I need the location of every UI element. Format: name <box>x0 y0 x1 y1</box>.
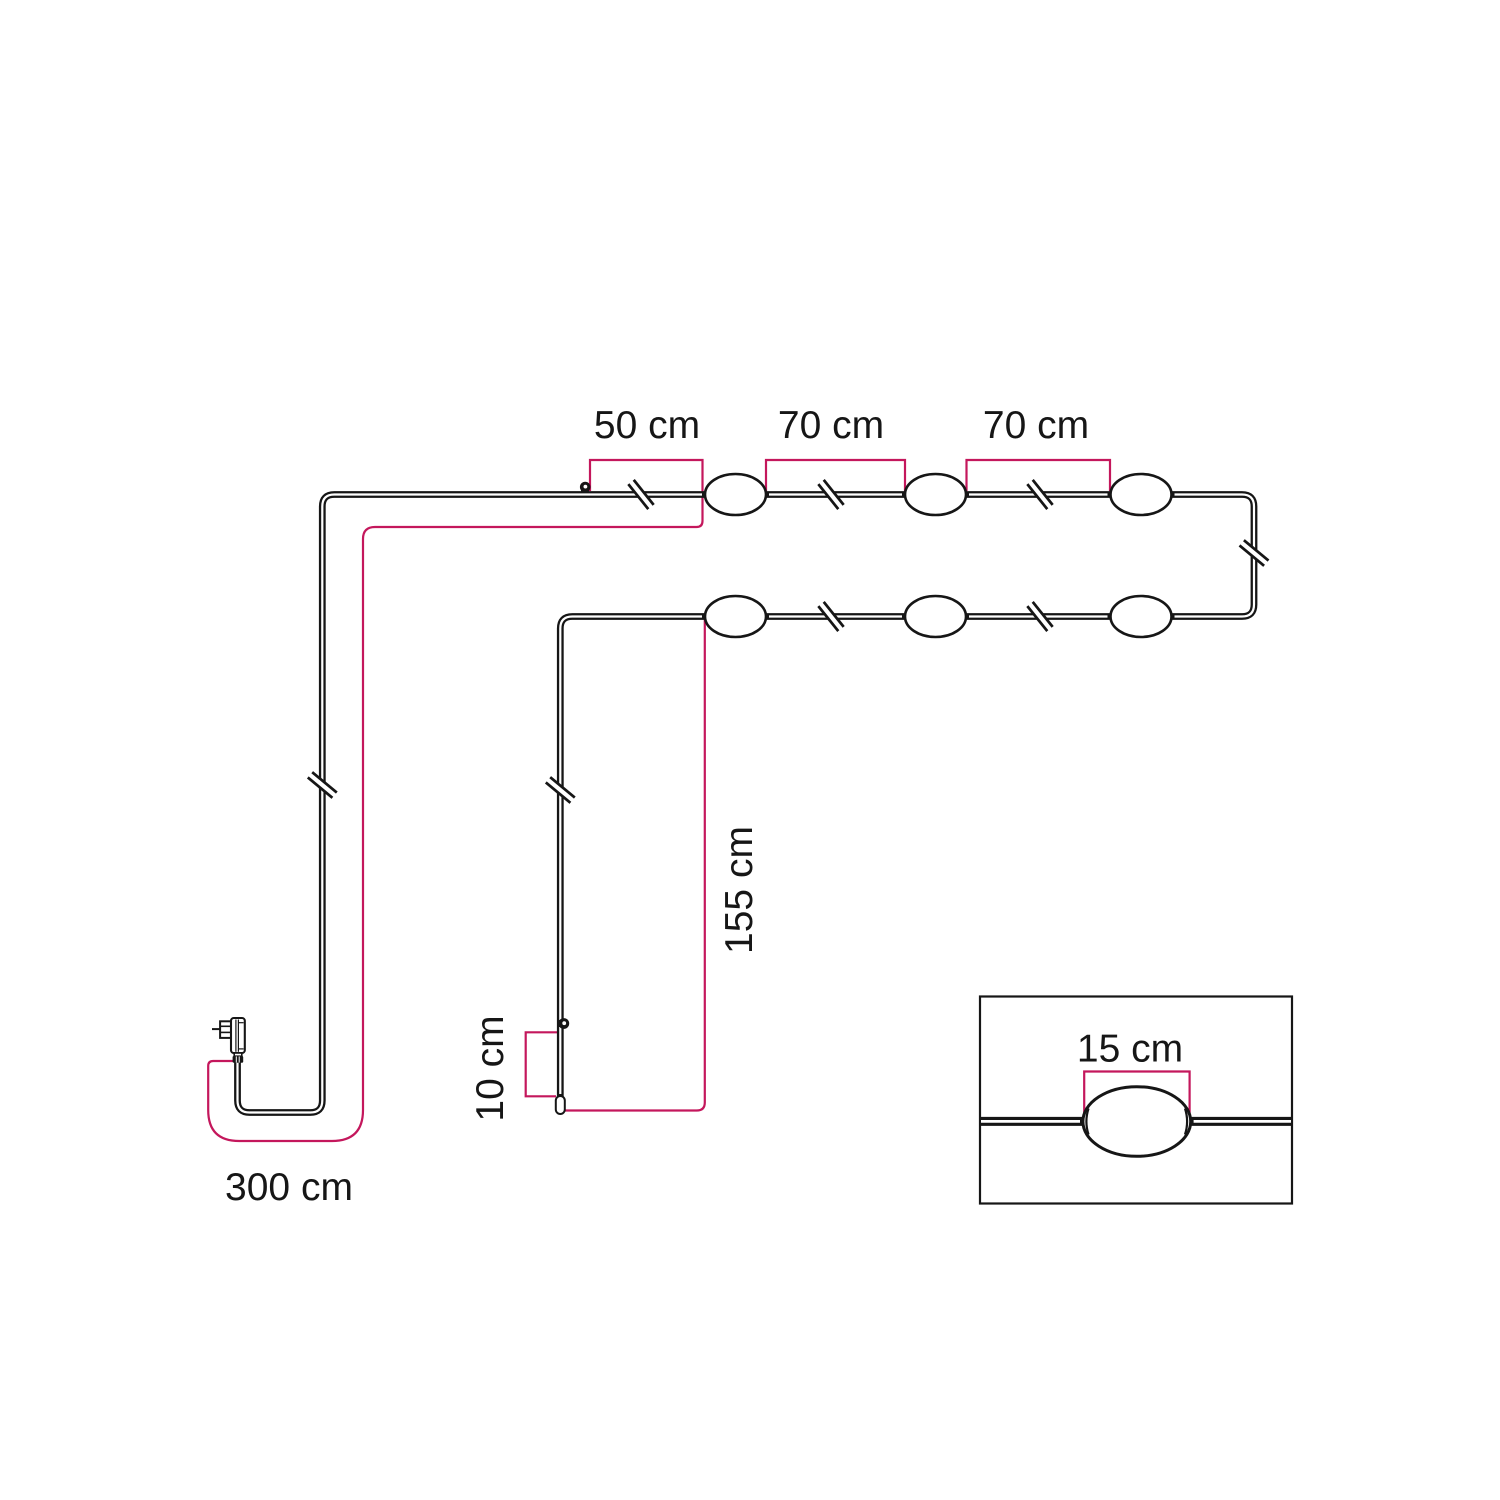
dim-155cm-line <box>561 617 706 1112</box>
break-mark-icon <box>306 771 338 799</box>
power-plug-icon <box>212 1016 246 1063</box>
break-mark-icon <box>817 479 845 510</box>
lamp-3 <box>1109 472 1173 517</box>
break-marks <box>306 478 1270 804</box>
lamp-6 <box>1109 594 1173 639</box>
break-mark-icon <box>1238 539 1270 567</box>
dim-10cm-bracket <box>524 1031 557 1098</box>
dim-15cm-bracket <box>1083 1070 1191 1117</box>
label-15cm: 15 cm <box>1077 1028 1183 1071</box>
inset-lamp <box>1081 1085 1193 1158</box>
break-mark-icon <box>817 601 845 632</box>
lamp-4 <box>703 594 768 639</box>
break-mark-icon <box>544 776 576 804</box>
detail-inset: 15 cm <box>978 995 1294 1205</box>
lamp-1 <box>703 472 768 517</box>
dimension-lines <box>207 458 1112 1143</box>
break-mark-icon <box>1026 479 1054 510</box>
dimension-labels: 50 cm 70 cm 70 cm 300 cm 155 cm 10 cm <box>225 404 1089 1209</box>
cable-end-tip <box>554 1095 566 1115</box>
lamp-5 <box>903 594 968 639</box>
lamp-2 <box>903 472 968 517</box>
break-mark-icon <box>1026 601 1054 632</box>
inset-lamp-socket-arc-left <box>1085 1108 1090 1135</box>
label-70cm-1: 70 cm <box>778 404 884 447</box>
lamps <box>702 472 1175 639</box>
label-50cm: 50 cm <box>594 404 700 447</box>
label-70cm-2: 70 cm <box>983 404 1089 447</box>
label-300cm: 300 cm <box>225 1166 353 1209</box>
label-155cm: 155 cm <box>718 826 761 954</box>
dim-70cm-1-bracket <box>764 458 907 491</box>
inset-lamp-socket-arc-right <box>1183 1108 1189 1135</box>
label-10cm: 10 cm <box>469 1015 512 1121</box>
break-mark-icon <box>627 479 655 510</box>
dim-50cm-and-300cm-line <box>207 458 704 1143</box>
dim-70cm-2-bracket <box>965 458 1112 491</box>
hook-eyelet-drop <box>557 1018 570 1029</box>
hook-eyelet-top <box>579 481 591 493</box>
